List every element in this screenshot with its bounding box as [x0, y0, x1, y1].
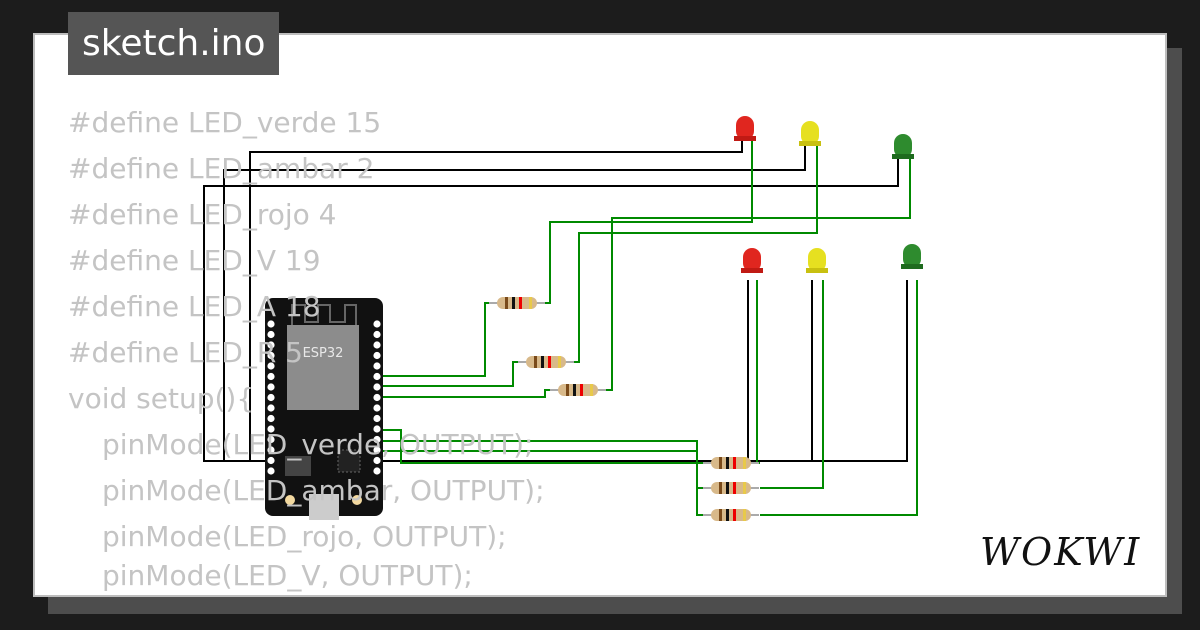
- board-pin[interactable]: [373, 383, 381, 391]
- board-pin[interactable]: [267, 362, 275, 370]
- code-line: #define LED_V 19: [68, 244, 321, 277]
- code-line: #define LED_verde 15: [68, 106, 382, 139]
- resistor[interactable]: [702, 508, 760, 522]
- sketch-title: sketch.ino: [68, 12, 280, 75]
- board-pin[interactable]: [267, 414, 275, 423]
- code-line: #define LED_ambar 2: [68, 152, 375, 185]
- led-yellow[interactable]: [806, 248, 828, 273]
- board-pin[interactable]: [267, 467, 275, 475]
- board-pin[interactable]: [267, 404, 275, 412]
- board-pin[interactable]: [267, 446, 275, 454]
- board-pin[interactable]: [373, 446, 381, 454]
- board-pin[interactable]: [373, 467, 381, 475]
- board-pin[interactable]: [373, 341, 381, 349]
- code-line: pinMode(LED_verde, OUTPUT);: [102, 428, 534, 461]
- board-pin[interactable]: [373, 404, 381, 412]
- board-pin[interactable]: [267, 330, 275, 339]
- board-pin[interactable]: [267, 372, 275, 381]
- led-red[interactable]: [734, 116, 756, 141]
- code-line: pinMode(LED_V, OUTPUT);: [102, 559, 473, 592]
- board-pin[interactable]: [267, 393, 275, 402]
- board-pin[interactable]: [373, 425, 381, 433]
- board-pin[interactable]: [267, 425, 275, 433]
- board-pin[interactable]: [373, 414, 381, 423]
- resistor[interactable]: [702, 456, 760, 470]
- wokwi-logo-text: WOKWI: [980, 530, 1141, 574]
- code-line: pinMode(LED_rojo, OUTPUT);: [102, 520, 507, 553]
- board-pin[interactable]: [373, 372, 381, 381]
- led-green[interactable]: [892, 134, 914, 159]
- board-pin[interactable]: [373, 362, 381, 370]
- code-line: pinMode(LED_ambar, OUTPUT);: [102, 474, 545, 507]
- resistor[interactable]: [549, 383, 607, 397]
- board-pin[interactable]: [267, 351, 275, 360]
- board-pin[interactable]: [373, 330, 381, 339]
- black-wires: [203, 140, 908, 462]
- esp32-board[interactable]: [265, 298, 383, 520]
- code-line: #define LED_R 5: [68, 336, 303, 369]
- circuit-diagram: [203, 116, 923, 522]
- code-line: #define LED_rojo 4: [68, 198, 337, 231]
- board-pin[interactable]: [373, 456, 381, 465]
- resistor[interactable]: [488, 296, 546, 310]
- led-red[interactable]: [741, 248, 763, 273]
- board-pin[interactable]: [267, 383, 275, 391]
- board-pin[interactable]: [373, 320, 381, 328]
- board-label: ESP32: [302, 346, 344, 361]
- resistor[interactable]: [702, 481, 760, 495]
- board-pin[interactable]: [373, 435, 381, 444]
- led-green[interactable]: [901, 244, 923, 269]
- board-pin[interactable]: [373, 393, 381, 402]
- board-pin[interactable]: [267, 341, 275, 349]
- preview-panel: [33, 33, 1167, 597]
- resistor[interactable]: [517, 355, 575, 369]
- wokwi-logo: WOKWI: [980, 530, 1141, 574]
- board-pin[interactable]: [267, 320, 275, 328]
- code-line: void setup(){: [68, 382, 255, 415]
- board-pin[interactable]: [267, 456, 275, 465]
- led-yellow[interactable]: [799, 121, 821, 146]
- board-pin[interactable]: [267, 435, 275, 444]
- code-line: #define LED_A 18: [68, 290, 321, 323]
- board-pin[interactable]: [373, 351, 381, 360]
